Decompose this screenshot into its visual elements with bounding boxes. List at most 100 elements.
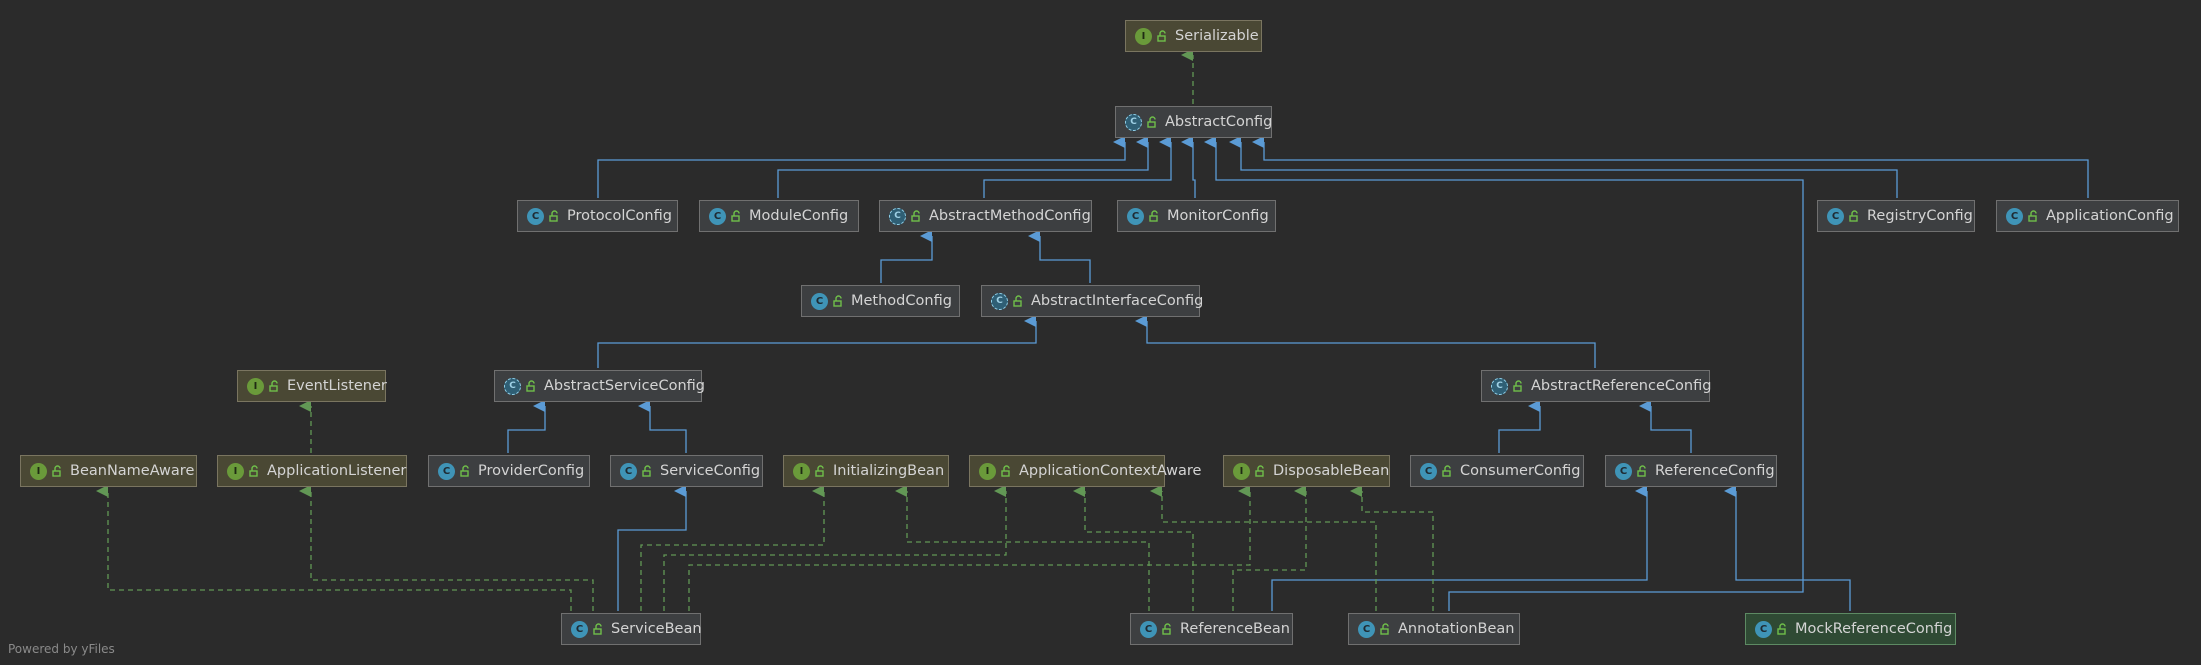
node-label: AbstractInterfaceConfig	[1031, 293, 1204, 309]
edge-mockreferenceconfig-referenceconfig	[1724, 485, 1851, 611]
unlock-icon	[52, 465, 61, 477]
unlock-icon	[1147, 116, 1156, 128]
node-eventlistener[interactable]: I EventListener	[237, 370, 387, 402]
node-label: AbstractServiceConfig	[544, 378, 705, 394]
edge-serviceconfig-abstractserviceconfig	[638, 400, 687, 453]
interface-icon: I	[979, 462, 996, 480]
node-abstractreferenceconfig[interactable]: C AbstractReferenceConfig	[1481, 370, 1711, 402]
node-mockreferenceconfig[interactable]: C MockReferenceConfig	[1745, 613, 1956, 645]
edge-providerconfig-abstractserviceconfig	[507, 400, 546, 453]
class-icon: C	[2006, 207, 2023, 225]
edge-servicebean-disposablebean	[688, 485, 1251, 611]
edge-abstractserviceconfig-abstractinterfaceconfig	[597, 315, 1037, 368]
node-referenceconfig[interactable]: C ReferenceConfig	[1605, 455, 1777, 487]
class-icon: C	[1127, 207, 1144, 225]
node-label: ApplicationConfig	[2046, 208, 2174, 224]
edge-applicationconfig-abstractconfig	[1252, 136, 2089, 198]
node-label: Serializable	[1175, 28, 1259, 44]
node-abstractinterfaceconfig[interactable]: C AbstractInterfaceConfig	[981, 285, 1204, 317]
class-icon: C	[1358, 620, 1375, 638]
edge-monitorconfig-abstractconfig	[1181, 136, 1196, 198]
node-label: RegistryConfig	[1867, 208, 1973, 224]
unlock-icon	[1255, 465, 1264, 477]
node-serializable[interactable]: I Serializable	[1125, 20, 1262, 52]
unlock-icon	[1442, 465, 1451, 477]
abstract-class-icon: C	[889, 207, 906, 225]
unlock-icon	[1013, 295, 1022, 307]
unlock-icon	[1380, 623, 1389, 635]
node-label: ModuleConfig	[749, 208, 849, 224]
edge-methodconfig-abstractmethodconfig	[880, 230, 933, 283]
edge-annotationbean-abstractconfig	[1204, 136, 1804, 611]
node-label: AbstractConfig	[1165, 114, 1273, 130]
unlock-icon	[731, 210, 740, 222]
unlock-icon	[593, 623, 602, 635]
node-applicationconfig[interactable]: C ApplicationConfig	[1996, 200, 2179, 232]
node-abstractserviceconfig[interactable]: C AbstractServiceConfig	[494, 370, 705, 402]
node-label: ConsumerConfig	[1460, 463, 1581, 479]
edge-servicebean-applicationcontextaware	[663, 485, 1007, 611]
class-icon: C	[1140, 620, 1157, 638]
node-label: DisposableBean	[1273, 463, 1390, 479]
edge-servicebean-applicationlistener	[299, 485, 594, 611]
unlock-icon	[249, 465, 258, 477]
node-serviceconfig[interactable]: C ServiceConfig	[610, 455, 763, 487]
node-annotationbean[interactable]: C AnnotationBean	[1348, 613, 1520, 645]
node-label: EventListener	[287, 378, 387, 394]
class-icon: C	[1755, 620, 1772, 638]
unlock-icon	[1149, 210, 1158, 222]
node-servicebean[interactable]: C ServiceBean	[561, 613, 702, 645]
node-label: ServiceConfig	[660, 463, 761, 479]
class-icon: C	[620, 462, 637, 480]
node-beannameaware[interactable]: I BeanNameAware	[20, 455, 197, 487]
unlock-icon	[815, 465, 824, 477]
edge-registryconfig-abstractconfig	[1229, 136, 1898, 198]
class-icon: C	[1615, 462, 1632, 480]
unlock-icon	[1513, 380, 1522, 392]
node-label: MockReferenceConfig	[1795, 621, 1953, 637]
class-icon: C	[1420, 462, 1437, 480]
abstract-class-icon: C	[991, 292, 1008, 310]
unlock-icon	[911, 210, 920, 222]
node-label: ApplicationListener	[267, 463, 407, 479]
unlock-icon	[526, 380, 535, 392]
node-abstractconfig[interactable]: C AbstractConfig	[1115, 106, 1272, 138]
unlock-icon	[1637, 465, 1646, 477]
edge-protocolconfig-abstractconfig	[597, 136, 1126, 198]
abstract-class-icon: C	[1491, 377, 1508, 395]
node-applicationlistener[interactable]: I ApplicationListener	[217, 455, 407, 487]
node-methodconfig[interactable]: C MethodConfig	[801, 285, 960, 317]
node-label: MethodConfig	[851, 293, 952, 309]
node-initializingbean[interactable]: I InitializingBean	[783, 455, 949, 487]
unlock-icon	[1777, 623, 1786, 635]
edge-referencebean-referenceconfig	[1271, 485, 1648, 611]
node-label: AnnotationBean	[1398, 621, 1515, 637]
class-icon: C	[1827, 207, 1844, 225]
node-abstractmethodconfig[interactable]: C AbstractMethodConfig	[879, 200, 1092, 232]
node-disposablebean[interactable]: I DisposableBean	[1223, 455, 1390, 487]
unlock-icon	[642, 465, 651, 477]
interface-icon: I	[793, 462, 810, 480]
edge-referenceconfig-abstractreferenceconfig	[1639, 400, 1692, 453]
unlock-icon	[1157, 30, 1166, 42]
node-protocolconfig[interactable]: C ProtocolConfig	[517, 200, 678, 232]
node-applicationcontextaware[interactable]: I ApplicationContextAware	[969, 455, 1201, 487]
node-label: ApplicationContextAware	[1019, 463, 1202, 479]
edge-abstractmethodconfig-abstractconfig	[983, 136, 1172, 198]
node-moduleconfig[interactable]: C ModuleConfig	[699, 200, 859, 232]
class-icon: C	[709, 207, 726, 225]
node-consumerconfig[interactable]: C ConsumerConfig	[1410, 455, 1584, 487]
interface-icon: I	[30, 462, 47, 480]
node-monitorconfig[interactable]: C MonitorConfig	[1117, 200, 1276, 232]
node-registryconfig[interactable]: C RegistryConfig	[1817, 200, 1975, 232]
node-label: ProviderConfig	[478, 463, 585, 479]
unlock-icon	[460, 465, 469, 477]
edge-servicebean-serviceconfig	[617, 485, 687, 611]
unlock-icon	[269, 380, 278, 392]
node-providerconfig[interactable]: C ProviderConfig	[428, 455, 590, 487]
interface-icon: I	[227, 462, 244, 480]
unlock-icon	[1849, 210, 1858, 222]
abstract-class-icon: C	[1125, 113, 1142, 131]
node-referencebean[interactable]: C ReferenceBean	[1130, 613, 1293, 645]
